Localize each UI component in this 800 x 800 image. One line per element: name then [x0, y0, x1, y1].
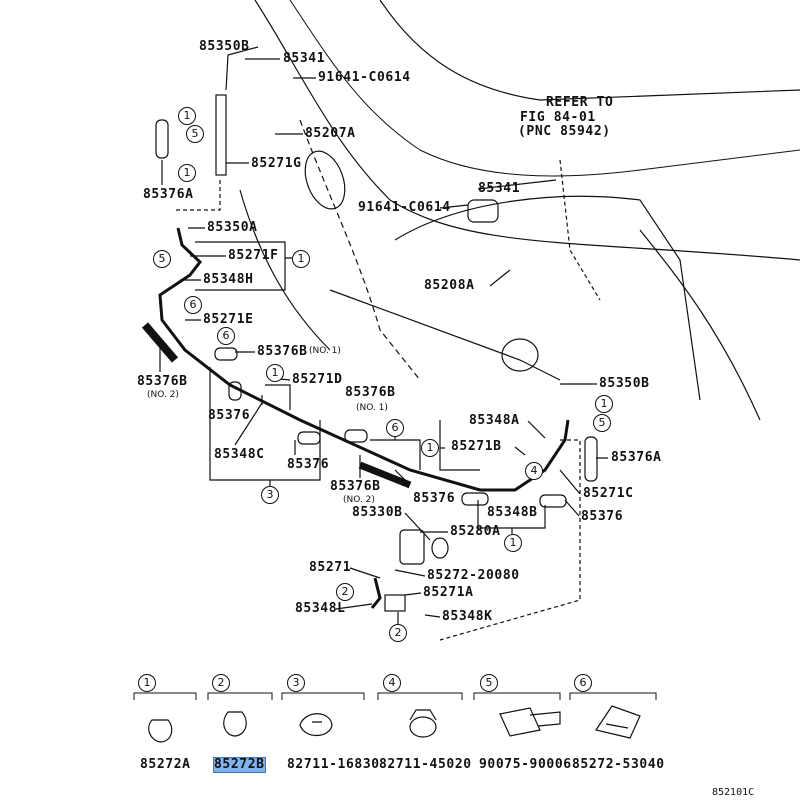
clip-marker: 3	[261, 486, 279, 504]
legend-number: 1	[138, 674, 156, 692]
callout-label: 85280A	[450, 524, 501, 539]
callout-label: 85341	[283, 51, 326, 66]
callout-label: 91641-C0614	[318, 70, 411, 85]
legend-number: 3	[287, 674, 305, 692]
callout-label: 85271A	[423, 585, 474, 600]
callout-label: 85272-20080	[427, 568, 520, 583]
legend-number: 2	[212, 674, 230, 692]
callout-label: 85208A	[424, 278, 475, 293]
legend-number: 6	[574, 674, 592, 692]
clip-marker: 1	[292, 250, 310, 268]
clip-marker: 5	[593, 414, 611, 432]
callout-label: 85271E	[203, 312, 254, 327]
clip-marker: 6	[386, 419, 404, 437]
callout-label: 85350A	[207, 220, 258, 235]
callout-label: 85376A	[143, 187, 194, 202]
callout-label: 85376B	[330, 479, 381, 494]
clip-marker: 1	[504, 534, 522, 552]
legend-part-number[interactable]: 85272-53040	[572, 757, 665, 772]
clip-marker: 1	[178, 164, 196, 182]
callout-label: 85271	[309, 560, 352, 575]
legend-part-number[interactable]: 90075-90006	[479, 757, 572, 772]
clip-marker: 6	[217, 327, 235, 345]
callout-label: 85341	[478, 181, 521, 196]
callout-label: 85271G	[251, 156, 302, 171]
clip-marker: 2	[336, 583, 354, 601]
legend-number: 5	[480, 674, 498, 692]
callout-label: 85376	[581, 509, 624, 524]
reference-note-line3: (PNC 85942)	[518, 124, 611, 139]
clip-marker: 4	[525, 462, 543, 480]
legend-part-number[interactable]: 82711-16830	[287, 757, 380, 772]
callout-label: 85376	[413, 491, 456, 506]
callout-label: 85376	[287, 457, 330, 472]
callout-label: 85330B	[352, 505, 403, 520]
clip-marker: 5	[153, 250, 171, 268]
clip-marker: 1	[421, 439, 439, 457]
legend-part-number[interactable]: 82711-45020	[379, 757, 472, 772]
clip-marker: 5	[186, 125, 204, 143]
clip-marker: 1	[266, 364, 284, 382]
callout-label: 85376B	[345, 385, 396, 400]
clip-marker: 1	[595, 395, 613, 413]
callout-label: 85376A	[611, 450, 662, 465]
subnote: (NO. 1)	[309, 346, 341, 356]
callout-label: 85348H	[203, 272, 254, 287]
subnote: (NO. 2)	[147, 390, 179, 400]
legend-part-number-highlighted[interactable]: 85272B	[213, 757, 266, 773]
callout-label: 85348C	[214, 447, 265, 462]
clip-marker: 2	[389, 624, 407, 642]
callout-label: 85376B	[257, 344, 308, 359]
legend-part-number[interactable]: 85272A	[140, 757, 191, 772]
callout-label: 85348A	[469, 413, 520, 428]
legend-number: 4	[383, 674, 401, 692]
callout-label: 85271F	[228, 248, 279, 263]
callout-label: 85376	[208, 408, 251, 423]
callout-label: 85348B	[487, 505, 538, 520]
clip-marker: 1	[178, 107, 196, 125]
reference-note-line2: FIG 84-01	[520, 110, 596, 125]
callout-label: 85350B	[199, 39, 250, 54]
callout-label: 91641-C0614	[358, 200, 451, 215]
callout-label: 85271B	[451, 439, 502, 454]
clip-marker: 6	[184, 296, 202, 314]
callout-label: 85271D	[292, 372, 343, 387]
diagram-code: 852101C	[712, 787, 755, 798]
callout-label: 85271C	[583, 486, 634, 501]
callout-label: 85348L	[295, 601, 346, 616]
subnote: (NO. 1)	[356, 403, 388, 413]
subnote: (NO. 2)	[343, 495, 375, 505]
reference-note-line1: REFER TO	[546, 95, 614, 110]
callout-label: 85376B	[137, 374, 188, 389]
callout-label: 85207A	[305, 126, 356, 141]
callout-label: 85348K	[442, 609, 493, 624]
callout-label: 85350B	[599, 376, 650, 391]
